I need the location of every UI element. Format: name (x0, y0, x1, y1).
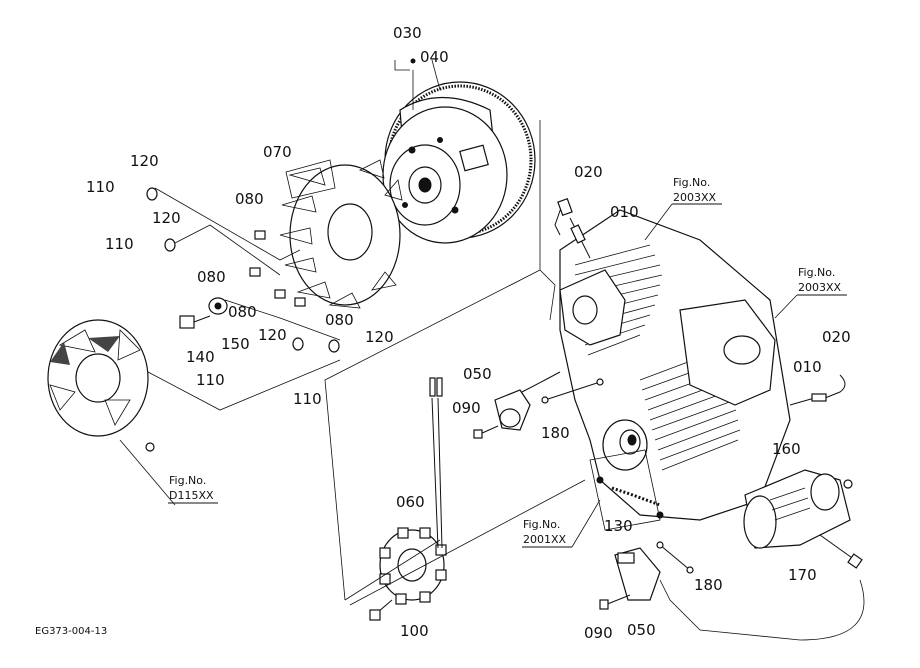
label-110-d: 110 (293, 390, 322, 408)
label-130: 130 (604, 517, 633, 535)
label-110-a: 110 (86, 178, 115, 196)
label-100: 100 (400, 622, 429, 640)
svg-text:Fig.No.: Fig.No. (798, 266, 835, 279)
label-090-a: 090 (452, 399, 481, 417)
svg-text:Fig.No.: Fig.No. (523, 518, 560, 531)
label-010-a: 010 (610, 203, 639, 221)
fig-ref-left-code: D115XX (169, 489, 214, 502)
spark-plug-right (789, 374, 846, 406)
fig-ref-top-code: 2003XX (673, 191, 717, 204)
label-170: 170 (788, 566, 817, 584)
stator (369, 377, 447, 621)
spark-plug-top (554, 197, 591, 259)
label-180-a: 180 (541, 424, 570, 442)
fig-ref-right-code: 2003XX (798, 281, 842, 294)
label-020-b: 020 (822, 328, 851, 346)
label-120-b: 120 (152, 209, 181, 227)
ignition-coil-upper (473, 371, 604, 439)
label-080-d: 080 (325, 311, 354, 329)
reference-lines (324, 59, 586, 606)
fig-ref-center-code: 2001XX (523, 533, 567, 546)
starter-motor (743, 469, 863, 569)
fig-ref-right[interactable]: Fig.No. 2003XX (774, 266, 847, 319)
label-050-a: 050 (463, 365, 492, 383)
label-050-b: 050 (627, 621, 656, 639)
label-090-b: 090 (584, 624, 613, 642)
label-140: 140 (186, 348, 215, 366)
fig-references: Fig.No. 2003XX Fig.No. 2003XX Fig.No. 20… (168, 176, 847, 548)
label-180-b: 180 (694, 576, 723, 594)
label-110-b: 110 (105, 235, 134, 253)
label-080-b: 080 (197, 268, 226, 286)
svg-text:Fig.No.: Fig.No. (169, 474, 206, 487)
engine-block (559, 209, 791, 531)
flywheel (382, 81, 536, 244)
label-160: 160 (772, 440, 801, 458)
cooling-fan (279, 159, 403, 309)
label-070: 070 (263, 143, 292, 161)
pins-and-nuts-left (104, 187, 341, 377)
label-150: 150 (221, 335, 250, 353)
part-labels: 030 040 070 080 080 080 080 110 110 110 … (86, 24, 851, 642)
svg-text:Fig.No.: Fig.No. (673, 176, 710, 189)
label-120-c: 120 (258, 326, 287, 344)
label-020-a: 020 (574, 163, 603, 181)
fig-ref-left[interactable]: Fig.No. D115XX (168, 474, 218, 504)
label-120-d: 120 (365, 328, 394, 346)
label-030: 030 (393, 24, 422, 42)
fig-ref-center[interactable]: Fig.No. 2001XX (522, 499, 601, 548)
label-060: 060 (396, 493, 425, 511)
label-120-a: 120 (130, 152, 159, 170)
label-080-c: 080 (228, 303, 257, 321)
label-040: 040 (420, 48, 449, 66)
fig-ref-top[interactable]: Fig.No. 2003XX (644, 176, 722, 241)
label-010-b: 010 (793, 358, 822, 376)
ignition-coil-lower (599, 541, 865, 641)
label-110-c: 110 (196, 371, 225, 389)
label-080-a: 080 (235, 190, 264, 208)
drawing-code: EG373-004-13 (35, 626, 107, 637)
fan-cover (47, 319, 341, 506)
